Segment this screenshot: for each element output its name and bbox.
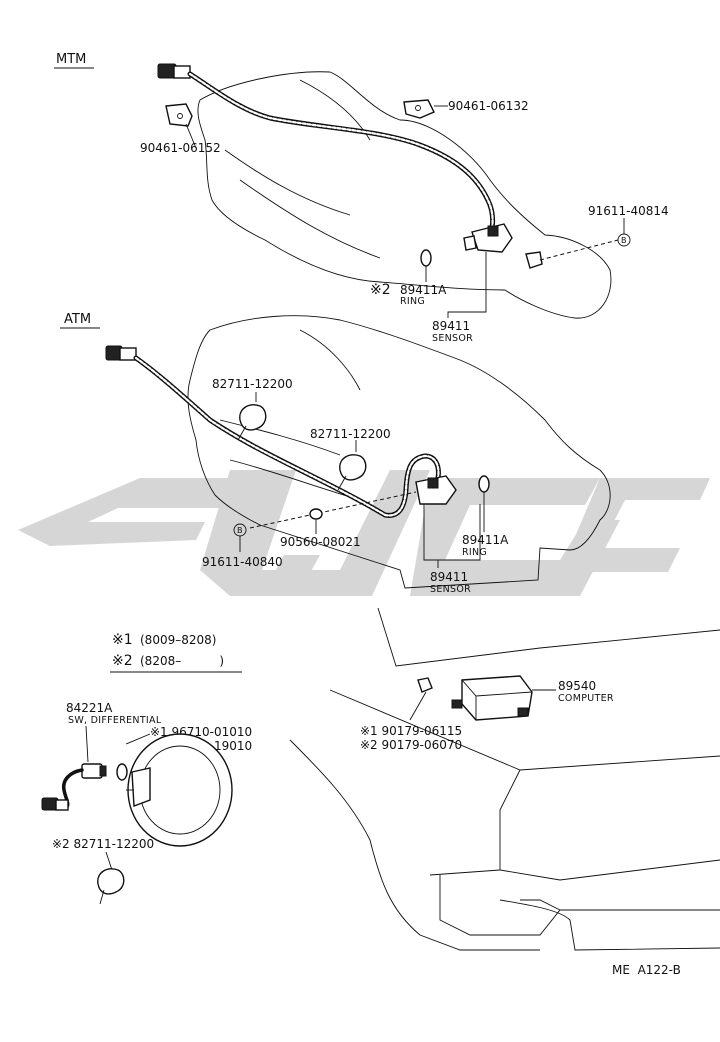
atm-plug-label: 90560-08021 bbox=[280, 535, 361, 549]
atm-title: ATM bbox=[64, 312, 91, 327]
atm-section: ATM 82711-12200 82711-12200 bbox=[60, 312, 611, 595]
computer-section: 89540 COMPUTER ※1 90179-06115 ※2 90179-0… bbox=[360, 675, 614, 752]
diff-gasket bbox=[116, 763, 128, 781]
mtm-sensor-name: SENSOR bbox=[432, 333, 473, 344]
computer-bolt-1: ※1 90179-06115 bbox=[360, 724, 462, 738]
diff-clamp bbox=[97, 868, 125, 905]
watermark-shape bbox=[560, 478, 710, 572]
mtm-transmission-outline bbox=[197, 71, 612, 319]
mtm-ring bbox=[420, 249, 432, 267]
mtm-sensor-number: 89411 bbox=[432, 319, 470, 333]
atm-sensor-name: SENSOR bbox=[430, 584, 471, 595]
mtm-bracket-lower bbox=[165, 103, 193, 127]
computer-bolt-2: ※2 90179-06070 bbox=[360, 738, 462, 752]
mtm-ring-name: RING bbox=[400, 296, 425, 307]
speed-computer bbox=[451, 675, 533, 721]
body-bumper bbox=[499, 899, 720, 951]
computer-name: COMPUTER bbox=[558, 693, 614, 704]
atm-clamp-lower-label: 82711-12200 bbox=[310, 427, 391, 441]
atm-ring bbox=[478, 475, 490, 493]
mtm-title: MTM bbox=[56, 52, 86, 67]
computer-bolt bbox=[417, 677, 433, 693]
mtm-speed-sensor bbox=[463, 223, 513, 253]
mtm-callout-b-letter: B bbox=[621, 236, 627, 245]
atm-speed-sensor bbox=[415, 475, 457, 505]
differential-section: 84221A SW, DIFFERENTIAL ※1 96710-01010 ※… bbox=[41, 701, 252, 905]
mtm-bracket-upper-label: 90461-06132 bbox=[448, 99, 529, 113]
legend-range-2: (8208– ) bbox=[140, 654, 224, 668]
atm-callout-b-letter: B bbox=[237, 526, 243, 535]
computer-number: 89540 bbox=[558, 679, 596, 693]
atm-clamp-upper-label: 82711-12200 bbox=[212, 377, 293, 391]
legend: ※1 (8009–8208) ※2 (8208– ) bbox=[110, 632, 242, 673]
body-outline bbox=[289, 607, 720, 951]
mtm-bolt bbox=[525, 251, 543, 269]
atm-ring-name: RING bbox=[462, 547, 487, 558]
atm-sensor-leader bbox=[423, 504, 481, 568]
atm-transmission-outline bbox=[187, 315, 611, 589]
mtm-ring-mark: ※2 bbox=[370, 282, 391, 298]
atm-bolt-guide bbox=[249, 491, 417, 529]
atm-plug bbox=[309, 508, 323, 520]
mtm-bracket-lower-label: 90461-06152 bbox=[140, 141, 221, 155]
diff-switch-number: 84221A bbox=[66, 701, 113, 715]
diff-clamp-label: ※2 82711-12200 bbox=[52, 837, 154, 851]
watermark-shape bbox=[270, 555, 320, 580]
mtm-section: MTM 90461-06132 90461-06152 bbox=[54, 52, 669, 344]
diff-switch-connector bbox=[41, 797, 69, 811]
atm-sensor-number: 89411 bbox=[430, 570, 468, 584]
computer-bolt-guide bbox=[409, 691, 427, 721]
atm-clamp-upper bbox=[237, 404, 267, 441]
diagram-code: ME A122-B bbox=[612, 963, 681, 977]
atm-bolt-label: 91611-40840 bbox=[202, 555, 283, 569]
differential-housing bbox=[126, 733, 233, 847]
mtm-bracket-upper bbox=[403, 99, 435, 119]
legend-mark-2: ※2 bbox=[112, 653, 133, 669]
mtm-sensor-leader bbox=[447, 252, 487, 318]
legend-range-1: (8009–8208) bbox=[140, 633, 216, 647]
vehicle-body bbox=[289, 607, 720, 951]
watermark-logo bbox=[18, 470, 710, 596]
atm-harness-connector bbox=[105, 345, 137, 361]
watermark-shape bbox=[200, 470, 430, 596]
mtm-harness-connector bbox=[157, 63, 191, 79]
legend-mark-1: ※1 bbox=[112, 632, 133, 648]
atm-ring-number: 89411A bbox=[462, 533, 509, 547]
mtm-ring-number: 89411A bbox=[400, 283, 447, 297]
diff-switch bbox=[81, 763, 107, 779]
watermark-shape bbox=[18, 478, 245, 546]
mtm-bolt-label: 91611-40814 bbox=[588, 204, 669, 218]
diff-switch-name: SW, DIFFERENTIAL bbox=[68, 715, 162, 726]
atm-clamp-lower bbox=[337, 454, 367, 491]
